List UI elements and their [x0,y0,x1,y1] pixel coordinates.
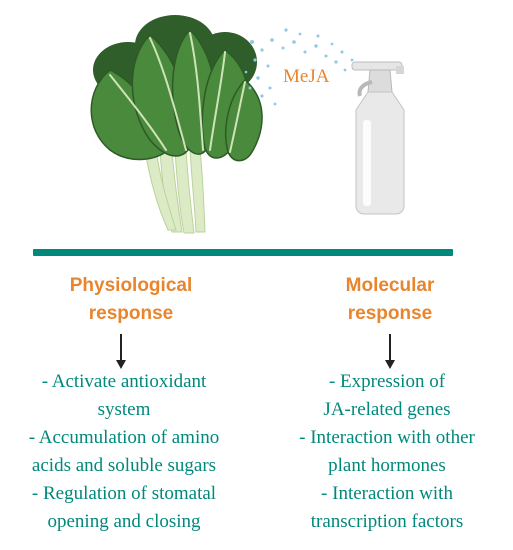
list-item: - Interaction with transcription factors [310,483,464,532]
physiological-response-list: - Activate antioxidant system - Accumula… [0,368,248,536]
physiological-column: Physiological response [21,272,241,328]
illustration [90,15,405,234]
list-item: - Activate antioxidant system [41,371,207,420]
meja-label: MeJA [283,66,330,87]
molecular-response-list: - Expression of JA-related genes - Inter… [262,368,512,536]
leafy-vegetable-plant-icon [90,15,263,234]
list-item: - Interaction with other plant hormones [299,427,475,476]
spray-droplets [244,28,354,106]
list-item: - Accumulation of amino acids and solubl… [28,427,220,476]
molecular-column: Molecular response [280,272,500,328]
physiological-heading: Physiological response [69,275,193,324]
down-arrow-icon [385,334,395,369]
down-arrow-icon [116,334,126,369]
list-item: - Expression of JA-related genes [323,371,451,420]
divider-bar [33,249,453,256]
list-item: - Regulation of stomatal opening and clo… [31,483,217,532]
spray-bottle-icon [351,61,405,215]
molecular-heading: Molecular response [345,275,435,324]
